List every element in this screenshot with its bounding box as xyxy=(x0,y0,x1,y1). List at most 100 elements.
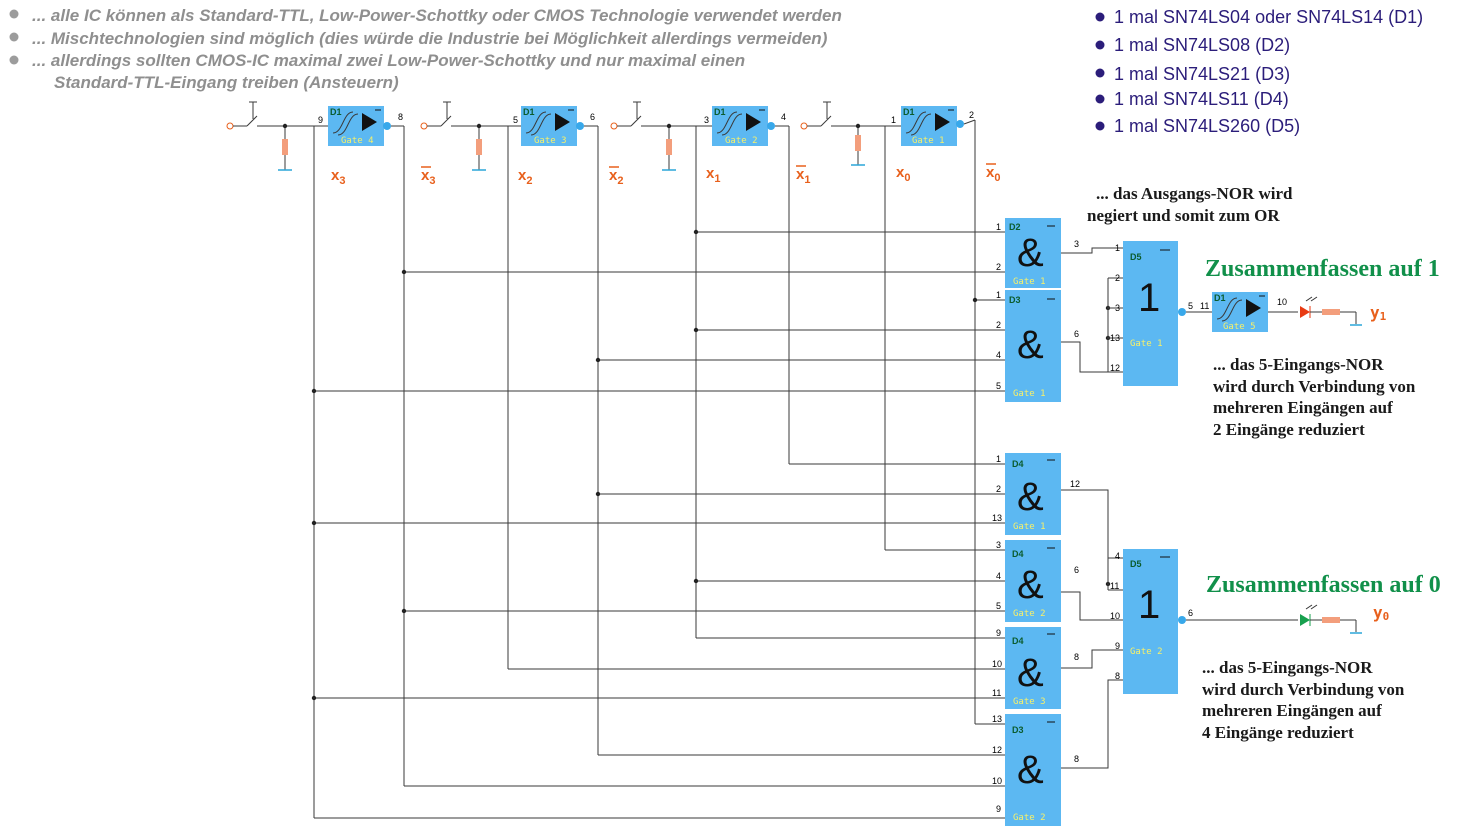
ic-list-item: 1 mal SN74LS260 (D5) xyxy=(1114,116,1300,136)
variable-labels: x3 x3 x2 x2 x1 x1 x0 x0 xyxy=(331,163,1000,187)
svg-text:3: 3 xyxy=(704,115,709,125)
buffer-triangle-icon xyxy=(362,113,377,131)
svg-text:D1: D1 xyxy=(714,107,726,117)
svg-text:D1: D1 xyxy=(523,107,535,117)
negation-bubble-icon xyxy=(767,122,775,130)
svg-text:&: & xyxy=(1017,323,1044,367)
svg-text:D1: D1 xyxy=(903,107,915,117)
svg-text:wird durch Verbindung von: wird durch Verbindung von xyxy=(1213,377,1416,396)
svg-text:Gate 3: Gate 3 xyxy=(534,136,567,146)
input-terminal-icon xyxy=(800,122,808,130)
svg-text:5: 5 xyxy=(1188,301,1193,311)
inverter-gate: D1 Gate 3 5 6 xyxy=(513,106,595,146)
svg-text:10: 10 xyxy=(1277,297,1287,307)
resistor-icon xyxy=(1322,309,1340,315)
resistor-icon xyxy=(282,139,288,155)
input-terminal-icon xyxy=(226,122,234,130)
svg-text:9: 9 xyxy=(996,804,1001,814)
resistor-icon xyxy=(1322,617,1340,623)
svg-text:Gate 2: Gate 2 xyxy=(1013,813,1046,823)
bullet-icon xyxy=(9,32,19,42)
svg-text:11: 11 xyxy=(992,688,1001,698)
input-terminal-icon xyxy=(610,122,618,130)
resistor-icon xyxy=(855,135,861,151)
svg-text:5: 5 xyxy=(996,601,1001,611)
bullet-icon xyxy=(1095,12,1105,22)
svg-text:1: 1 xyxy=(1138,276,1160,320)
svg-text:5: 5 xyxy=(513,115,518,125)
note-line-2: ... Mischtechnologien sind möglich (dies… xyxy=(32,29,828,48)
and-gate-d3-1: D3 & Gate 1 1 2 4 5 6 xyxy=(996,290,1079,402)
svg-text:8: 8 xyxy=(398,112,403,122)
svg-text:9: 9 xyxy=(996,628,1001,638)
svg-text:11: 11 xyxy=(1200,301,1209,311)
output-label-y0: y0 xyxy=(1373,603,1389,623)
negation-bubble-icon xyxy=(956,120,964,128)
inverter-gate: D1 Gate 2 3 4 xyxy=(704,106,786,146)
svg-text:4 Eingänge reduziert: 4 Eingänge reduziert xyxy=(1202,723,1354,742)
ic-list-item: 1 mal SN74LS04 oder SN74LS14 (D1) xyxy=(1114,7,1423,27)
svg-text:Gate 1: Gate 1 xyxy=(1013,389,1046,399)
bullet-icon xyxy=(1095,40,1105,50)
wiring xyxy=(282,119,1356,819)
svg-text:... das 5-Eingangs-NOR: ... das 5-Eingangs-NOR xyxy=(1202,658,1373,677)
svg-text:11: 11 xyxy=(1110,581,1119,591)
bullet-icon xyxy=(1095,121,1105,131)
bullet-icon xyxy=(1095,68,1105,78)
led-icon xyxy=(1300,306,1310,318)
svg-text:D2: D2 xyxy=(1009,222,1021,232)
svg-text:10: 10 xyxy=(992,776,1002,786)
svg-text:12: 12 xyxy=(1070,479,1080,489)
svg-text:1: 1 xyxy=(996,290,1001,300)
svg-text:4: 4 xyxy=(996,350,1001,360)
svg-text:Gate 1: Gate 1 xyxy=(1130,339,1163,349)
and-gate-d4-3: D4 & Gate 3 9 10 11 8 xyxy=(992,627,1079,709)
svg-text:1: 1 xyxy=(1138,583,1160,627)
svg-text:mehreren Eingängen auf: mehreren Eingängen auf xyxy=(1202,701,1382,720)
svg-text:Gate 3: Gate 3 xyxy=(1013,697,1046,707)
bullet-icon xyxy=(9,9,19,19)
svg-text:2: 2 xyxy=(1115,273,1120,283)
svg-text:9: 9 xyxy=(318,115,323,125)
inverter-gate: D1 Gate 1 1 2 xyxy=(891,106,974,146)
svg-text:4: 4 xyxy=(781,112,786,122)
svg-text:wird durch Verbindung von: wird durch Verbindung von xyxy=(1202,680,1405,699)
svg-text:&: & xyxy=(1017,651,1044,695)
comment-or: ... das Ausgangs-NOR wird negiert und so… xyxy=(1087,184,1293,225)
inverter-gate: D1 Gate 4 9 8 xyxy=(318,106,403,146)
heading-sum-1: Zusammenfassen auf 1 xyxy=(1205,256,1440,282)
negation-bubble-icon xyxy=(1178,308,1186,316)
and-gate-d3-2: D3 & Gate 2 13 12 10 9 8 xyxy=(992,714,1079,826)
svg-text:D3: D3 xyxy=(1012,725,1024,735)
ic-list-item: 1 mal SN74LS08 (D2) xyxy=(1114,35,1290,55)
nor-gate-d5-2: D5 1 Gate 2 4 11 10 9 8 6 xyxy=(1110,549,1193,694)
and-gate-d4-1: D4 & Gate 1 1 2 13 12 xyxy=(992,453,1080,535)
svg-text:Gate 2: Gate 2 xyxy=(1130,647,1163,657)
svg-text:2: 2 xyxy=(996,262,1001,272)
buffer-triangle-icon xyxy=(555,113,570,131)
svg-text:Gate 4: Gate 4 xyxy=(341,136,374,146)
svg-text:12: 12 xyxy=(992,745,1002,755)
comment-reduce-1: ... das 5-Eingangs-NOR wird durch Verbin… xyxy=(1213,355,1416,439)
bullet-icon xyxy=(9,55,19,65)
ic-list-item: 1 mal SN74LS21 (D3) xyxy=(1114,64,1290,84)
note-line-1: ... alle IC können als Standard-TTL, Low… xyxy=(32,6,842,25)
svg-text:D3: D3 xyxy=(1009,295,1021,305)
label-x3-negated: x3 xyxy=(421,167,435,187)
svg-text:2 Eingänge reduziert: 2 Eingänge reduziert xyxy=(1213,420,1365,439)
svg-text:Gate 2: Gate 2 xyxy=(725,136,758,146)
label-x1: x1 xyxy=(706,165,720,185)
svg-text:6: 6 xyxy=(1074,329,1079,339)
note-line-4: Standard-TTL-Eingang treiben (Ansteuern) xyxy=(54,73,399,92)
label-x3: x3 xyxy=(331,167,345,187)
svg-text:&: & xyxy=(1017,231,1044,275)
svg-text:Gate 2: Gate 2 xyxy=(1013,609,1046,619)
svg-text:5: 5 xyxy=(996,381,1001,391)
svg-text:&: & xyxy=(1017,475,1044,519)
svg-text:4: 4 xyxy=(996,571,1001,581)
svg-text:12: 12 xyxy=(1110,363,1120,373)
svg-text:2: 2 xyxy=(969,110,974,120)
svg-text:8: 8 xyxy=(1074,754,1079,764)
svg-text:3: 3 xyxy=(1074,239,1079,249)
